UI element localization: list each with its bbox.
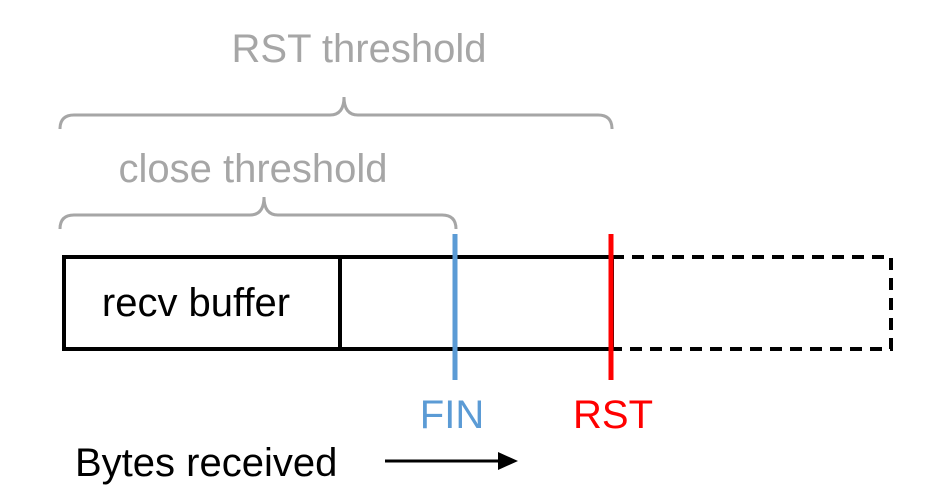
bytes-received-label: Bytes received (75, 441, 337, 485)
close-threshold-label: close threshold (118, 147, 387, 191)
recv-buffer-label: recv buffer (102, 281, 290, 325)
dashed-extension-box (612, 255, 893, 351)
close-threshold-brace (58, 196, 458, 230)
bytes-received-arrow-head (498, 452, 518, 470)
rst-threshold-label: RST threshold (232, 27, 487, 71)
rst-label: RST (573, 393, 653, 437)
fin-label: FIN (420, 393, 484, 437)
rst-threshold-brace (58, 96, 614, 130)
